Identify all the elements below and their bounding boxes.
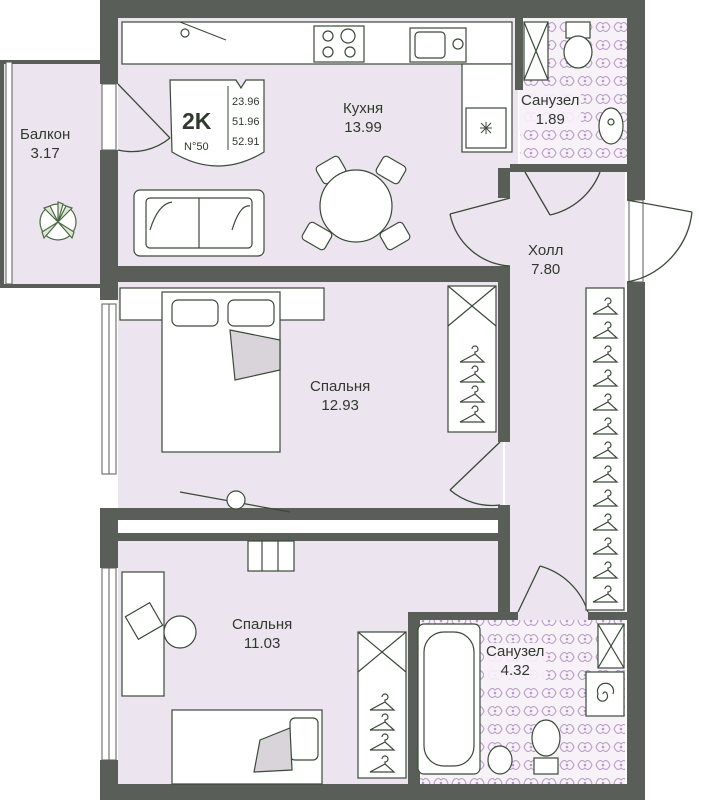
sofa [133, 189, 265, 257]
room-label-bath-bottom: Санузел 4.32 [484, 643, 547, 681]
room-label-hall: Холл 7.80 [528, 242, 564, 278]
room-label-balcony: Балкон 3.17 [20, 126, 71, 162]
apartment-badge [169, 79, 265, 167]
apartment-type: 2K [182, 108, 212, 134]
apartment-area-living: 23.96 [232, 96, 260, 108]
bath-top-fixtures [523, 21, 624, 145]
hall-wardrobe [585, 287, 625, 611]
apartment-area-with-balcony: 52.91 [232, 136, 260, 148]
cooktop [313, 25, 365, 63]
apartment-number: N°50 [184, 141, 209, 153]
balcony-floor [0, 62, 102, 286]
bath-bottom-fixtures [417, 623, 625, 775]
room-label-kitchen: Кухня 13.99 [343, 100, 384, 136]
apartment-area-total: 51.96 [232, 116, 260, 128]
bedroom2-furniture [121, 540, 407, 785]
bedroom1-furniture [119, 285, 497, 513]
room-label-bath-top: Санузел 1.89 [519, 92, 582, 130]
room-label-bedroom2: Спальня 11.03 [232, 616, 293, 652]
plant [39, 201, 77, 241]
windows [5, 61, 644, 761]
doors [117, 83, 693, 613]
walls [0, 0, 645, 800]
kitchen-counter [121, 21, 513, 153]
dining-table [301, 155, 411, 251]
room-label-bedroom1: Спальня 12.93 [310, 378, 371, 414]
